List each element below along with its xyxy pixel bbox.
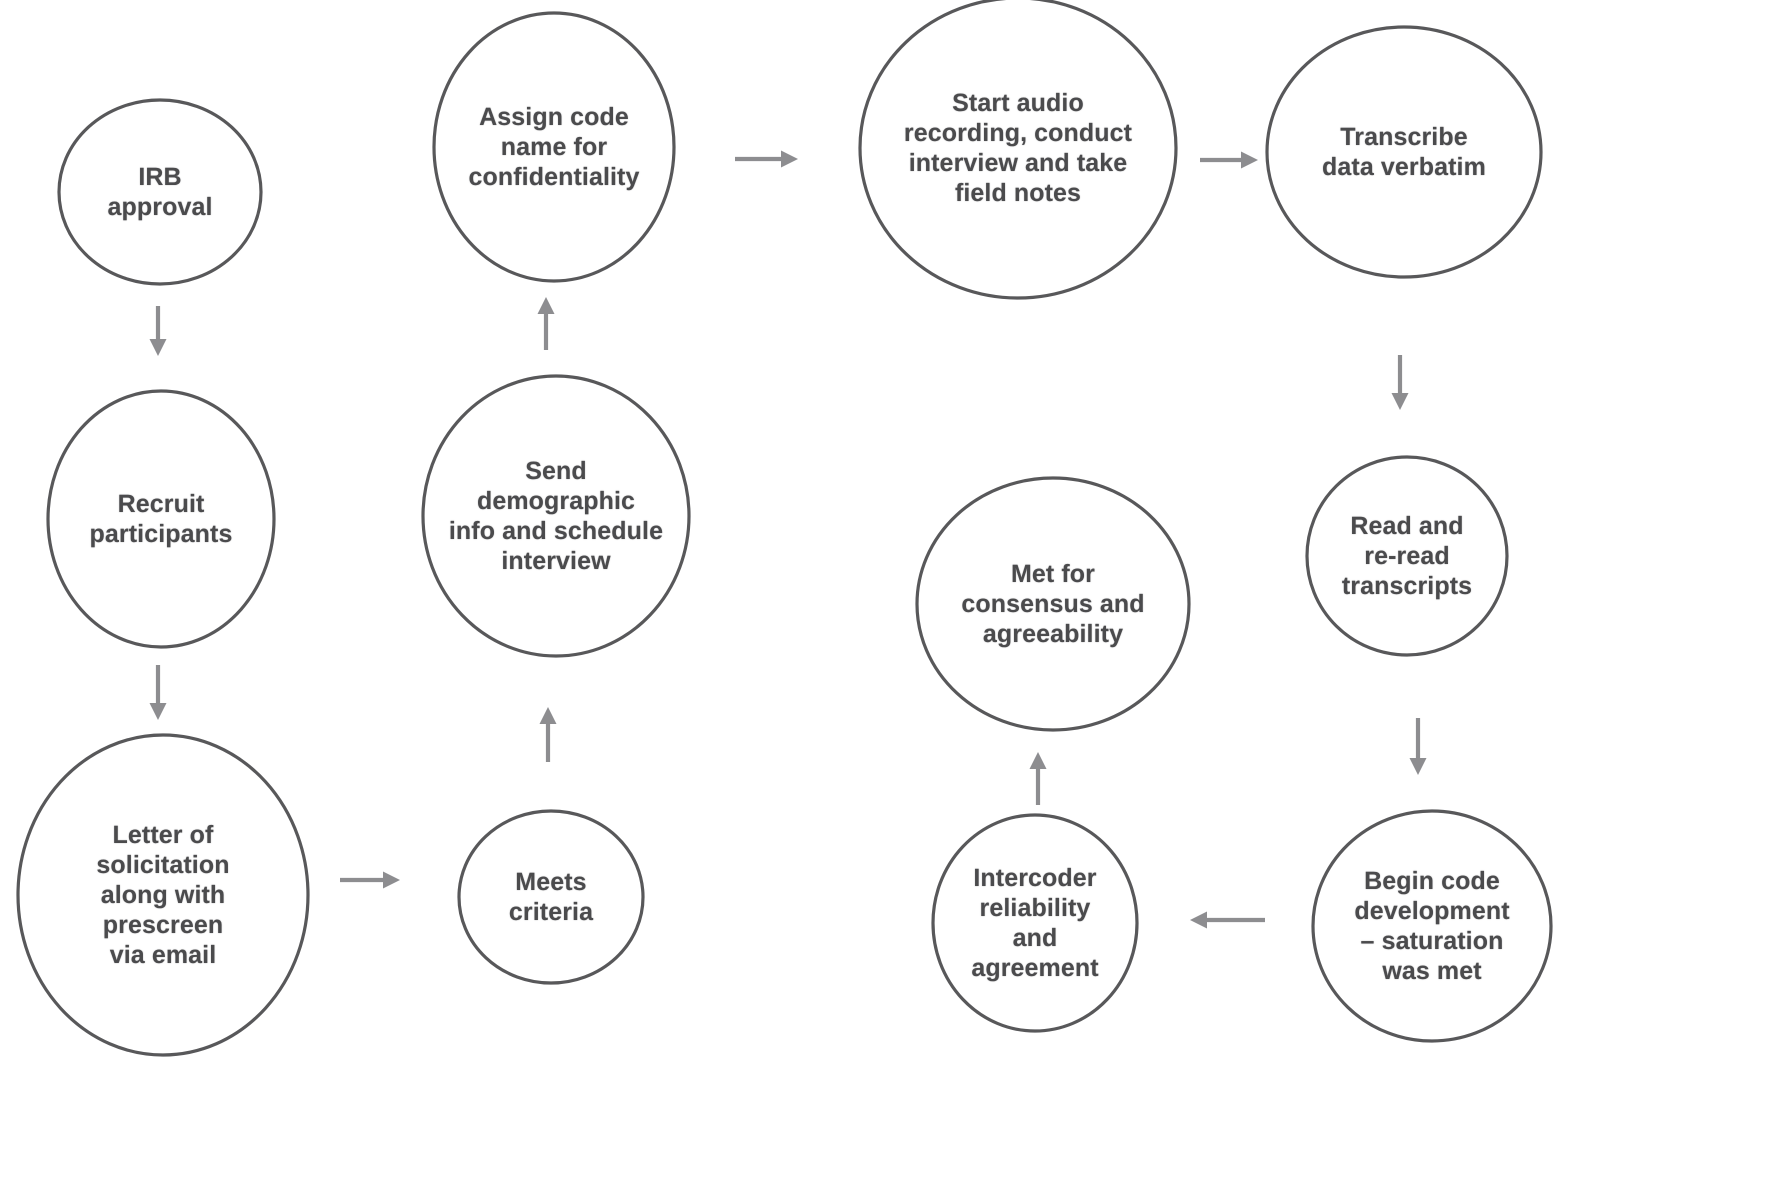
node-meets-criteria xyxy=(457,809,645,985)
node-transcribe-data xyxy=(1265,25,1543,279)
edge-read-to-begin-arrowhead xyxy=(1409,758,1427,775)
edge-letter-to-meets-arrowhead xyxy=(383,871,400,889)
edge-recruit-to-letter xyxy=(149,665,167,720)
node-assign-code-name xyxy=(432,11,676,283)
node-begin-code-development xyxy=(1311,809,1553,1043)
nodes-layer xyxy=(16,0,1553,1057)
edge-assign-to-start xyxy=(735,150,798,168)
edge-start-to-transcribe xyxy=(1200,151,1258,169)
edge-send-to-assign xyxy=(537,297,555,350)
node-irb-approval xyxy=(57,98,263,286)
edge-read-to-begin xyxy=(1409,718,1427,775)
node-start-audio-recording xyxy=(858,0,1178,300)
edges-layer xyxy=(149,150,1427,929)
node-send-demographic-info xyxy=(421,374,691,658)
node-intercoder-reliability xyxy=(931,813,1139,1033)
edge-intercoder-to-met xyxy=(1029,752,1047,805)
edge-send-to-assign-arrowhead xyxy=(537,297,555,314)
node-read-and-reread xyxy=(1305,455,1509,657)
node-met-for-consensus xyxy=(915,476,1191,732)
edge-intercoder-to-met-arrowhead xyxy=(1029,752,1047,769)
edge-irb-to-recruit-arrowhead xyxy=(149,339,167,356)
edge-meets-to-send-arrowhead xyxy=(539,707,557,724)
edge-transcribe-to-read-arrowhead xyxy=(1391,393,1409,410)
edge-begin-to-intercoder xyxy=(1190,911,1265,929)
edge-letter-to-meets xyxy=(340,871,400,889)
edge-meets-to-send xyxy=(539,707,557,762)
node-recruit-participants xyxy=(46,389,276,649)
edge-begin-to-intercoder-arrowhead xyxy=(1190,911,1207,929)
node-letter-of-solicitation xyxy=(16,733,310,1057)
edge-start-to-transcribe-arrowhead xyxy=(1241,151,1258,169)
edge-transcribe-to-read xyxy=(1391,355,1409,410)
edge-assign-to-start-arrowhead xyxy=(781,150,798,168)
edge-recruit-to-letter-arrowhead xyxy=(149,703,167,720)
edge-irb-to-recruit xyxy=(149,306,167,356)
